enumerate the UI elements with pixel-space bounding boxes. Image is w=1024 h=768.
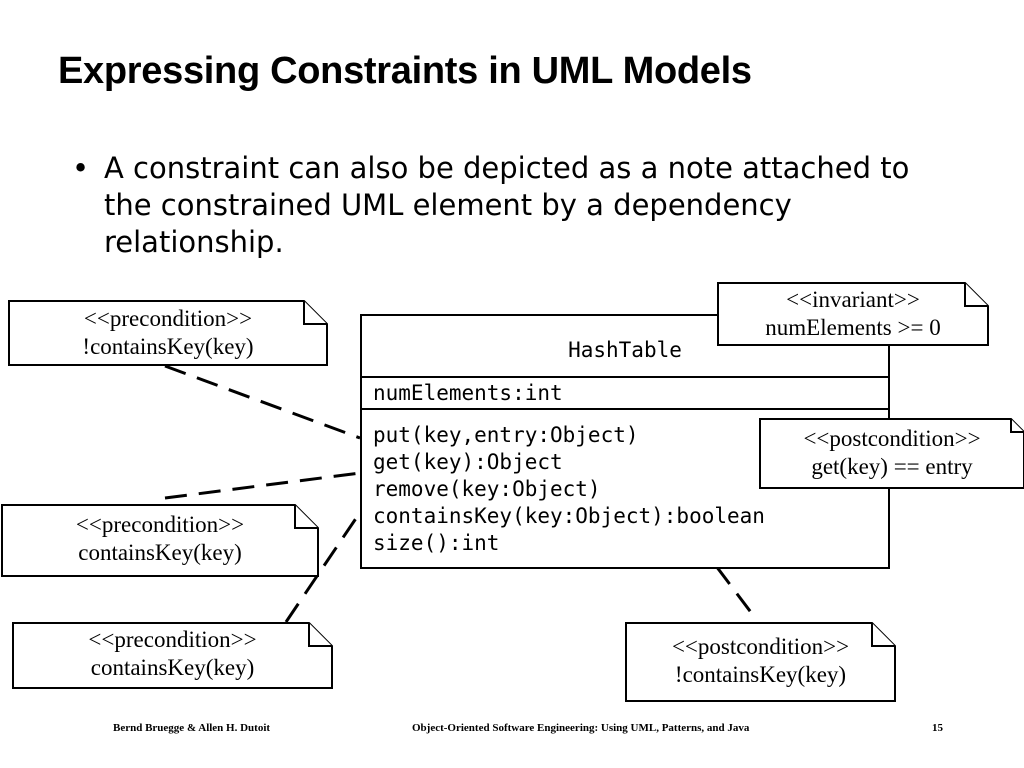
class-attribute: numElements:int	[373, 381, 563, 405]
note-constraint: containsKey(key)	[78, 540, 242, 565]
note-fold-pre-get	[294, 505, 318, 529]
note-constraint: get(key) == entry	[811, 454, 973, 479]
note-shape-pre-remove	[8, 300, 328, 366]
footer-book-title: Object-Oriented Software Engineering: Us…	[412, 722, 750, 734]
note-post-remove: <<postcondition>> !containsKey(key)	[626, 633, 895, 689]
note-shape-invariant	[717, 282, 989, 346]
note-fold-post-get	[1010, 419, 1024, 433]
bullet-text: A constraint can also be depicted as a n…	[104, 151, 910, 259]
note-invariant: <<invariant>> numElements >= 0	[718, 286, 988, 342]
note-pre-remove: <<precondition>> !containsKey(key)	[9, 305, 327, 361]
footer-page-number: 15	[932, 722, 943, 734]
note-constraint: containsKey(key)	[90, 655, 255, 680]
dependency-line-pre-get	[164, 470, 369, 500]
note-stereotype: <<precondition>>	[88, 627, 257, 652]
note-pre-remove2: <<precondition>> containsKey(key)	[13, 626, 332, 682]
note-constraint: numElements >= 0	[765, 315, 941, 340]
note-stereotype: <<postcondition>>	[803, 426, 981, 451]
bullet-marker: •	[72, 151, 90, 185]
note-constraint: !containsKey(key)	[674, 662, 847, 687]
note-shape-pre-get	[1, 504, 319, 577]
note-fold-pre-remove2	[308, 623, 332, 647]
note-post-get: <<postcondition>> get(key) == entry	[760, 425, 1024, 481]
note-stereotype: <<precondition>>	[83, 306, 253, 331]
class-operation-remove: remove(key:Object)	[373, 477, 601, 501]
note-fold-invariant	[964, 283, 988, 307]
note-pre-get: <<precondition>> containsKey(key)	[2, 511, 318, 567]
note-fold-pre-remove	[303, 301, 327, 325]
class-operation-containskey: containsKey(key:Object):boolean	[373, 504, 765, 528]
note-shape-pre-remove2	[12, 622, 333, 689]
slide-title: Expressing Constraints in UML Models	[58, 50, 752, 92]
dependency-line-pre-remove2	[284, 504, 367, 623]
class-operation-size: size():int	[373, 531, 500, 555]
note-shape-post-get	[759, 418, 1024, 489]
note-shape-post-remove	[625, 622, 896, 702]
note-stereotype: <<invariant>>	[786, 287, 920, 312]
note-stereotype: <<postcondition>>	[671, 634, 850, 659]
footer-authors: Bernd Bruegge & Allen H. Dutoit	[113, 722, 271, 734]
note-fold-post-remove	[871, 623, 895, 647]
class-operation-put: put(key,entry:Object)	[373, 423, 639, 447]
class-operation-get: get(key):Object	[373, 450, 563, 474]
dependency-line-pre-remove	[164, 364, 361, 440]
class-name: HashTable	[568, 338, 682, 362]
note-stereotype: <<precondition>>	[75, 512, 245, 537]
note-constraint: !containsKey(key)	[82, 334, 254, 359]
